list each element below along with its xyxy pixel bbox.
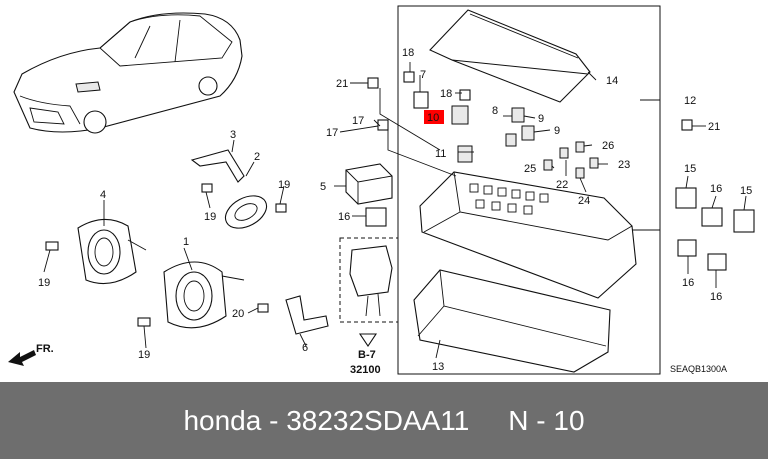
car-illustration (13, 12, 243, 134)
callout-19d: 19 (138, 349, 150, 361)
callout-3: 3 (230, 129, 236, 141)
callout-20: 20 (232, 308, 244, 320)
callout-16b: 16 (710, 183, 722, 195)
callout-18a: 18 (402, 47, 414, 59)
fuse-box-body (419, 171, 637, 299)
fuse-box-cover-14 (429, 9, 591, 103)
callout-26: 26 (602, 140, 614, 152)
callout-6: 6 (302, 342, 308, 354)
callout-22: 22 (556, 179, 568, 191)
callout-1: 1 (183, 236, 189, 248)
callout-21b: 21 (708, 121, 720, 133)
callout-17b: 17 (326, 127, 338, 139)
relays-right (675, 187, 755, 271)
callout-16c: 16 (682, 277, 694, 289)
callout-13: 13 (432, 361, 444, 373)
horn-high (163, 261, 245, 329)
caption-text: honda - 38232SDAA11 N - 10 (183, 404, 585, 436)
callout-2: 2 (254, 151, 260, 163)
parts-diagram: 1 2 3 4 5 6 7 8 9 9 11 12 13 14 15 15 16… (8, 5, 755, 376)
callout-9a: 9 (538, 113, 544, 125)
callout-12: 12 (684, 95, 696, 107)
horn-disc (190, 149, 268, 229)
leader-lines (43, 62, 747, 359)
callout-23: 23 (618, 159, 630, 171)
mini-relay-16-center (365, 207, 387, 227)
callout-4: 4 (100, 189, 106, 201)
small-fuses (457, 107, 599, 179)
bolts (45, 71, 693, 327)
callout-18b: 18 (440, 88, 452, 100)
harness-detail-box (339, 237, 399, 347)
reference-page: B-7 (358, 349, 376, 361)
callout-labels: 1 2 3 4 5 6 7 8 9 9 11 12 13 14 15 15 16… (38, 47, 752, 373)
relay-5 (345, 163, 393, 205)
highlight-box (424, 110, 444, 124)
horn-low (77, 218, 147, 285)
fuse-box-lower-case-13 (413, 269, 611, 373)
callout-15a: 15 (684, 163, 696, 175)
part-10-fuse (413, 91, 469, 125)
callout-11: 11 (435, 148, 446, 160)
caption-bar: honda - 38232SDAA11 N - 10 (0, 382, 768, 459)
callout-21a: 21 (336, 78, 348, 90)
reference-code: 32100 (350, 364, 381, 376)
callout-19a: 19 (278, 179, 290, 191)
callout-8: 8 (492, 105, 498, 117)
diagram-code: SEAQB1300A (670, 364, 727, 374)
callout-19b: 19 (204, 211, 216, 223)
callout-17a: 17 (352, 115, 364, 127)
callout-10-highlighted: 10 (427, 112, 439, 124)
callout-9b: 9 (554, 125, 560, 137)
callout-14: 14 (606, 75, 618, 87)
callout-15b: 15 (740, 185, 752, 197)
bracket-6 (285, 295, 329, 335)
callout-16a: 16 (338, 211, 350, 223)
callout-25: 25 (524, 163, 536, 175)
front-arrow: FR. (8, 343, 54, 366)
callout-19c: 19 (38, 277, 50, 289)
front-label: FR. (36, 343, 54, 355)
arrow-left-icon (8, 350, 36, 366)
callout-7: 7 (420, 69, 426, 81)
callout-16d: 16 (710, 291, 722, 303)
callout-5: 5 (320, 181, 326, 193)
callout-24: 24 (578, 195, 590, 207)
